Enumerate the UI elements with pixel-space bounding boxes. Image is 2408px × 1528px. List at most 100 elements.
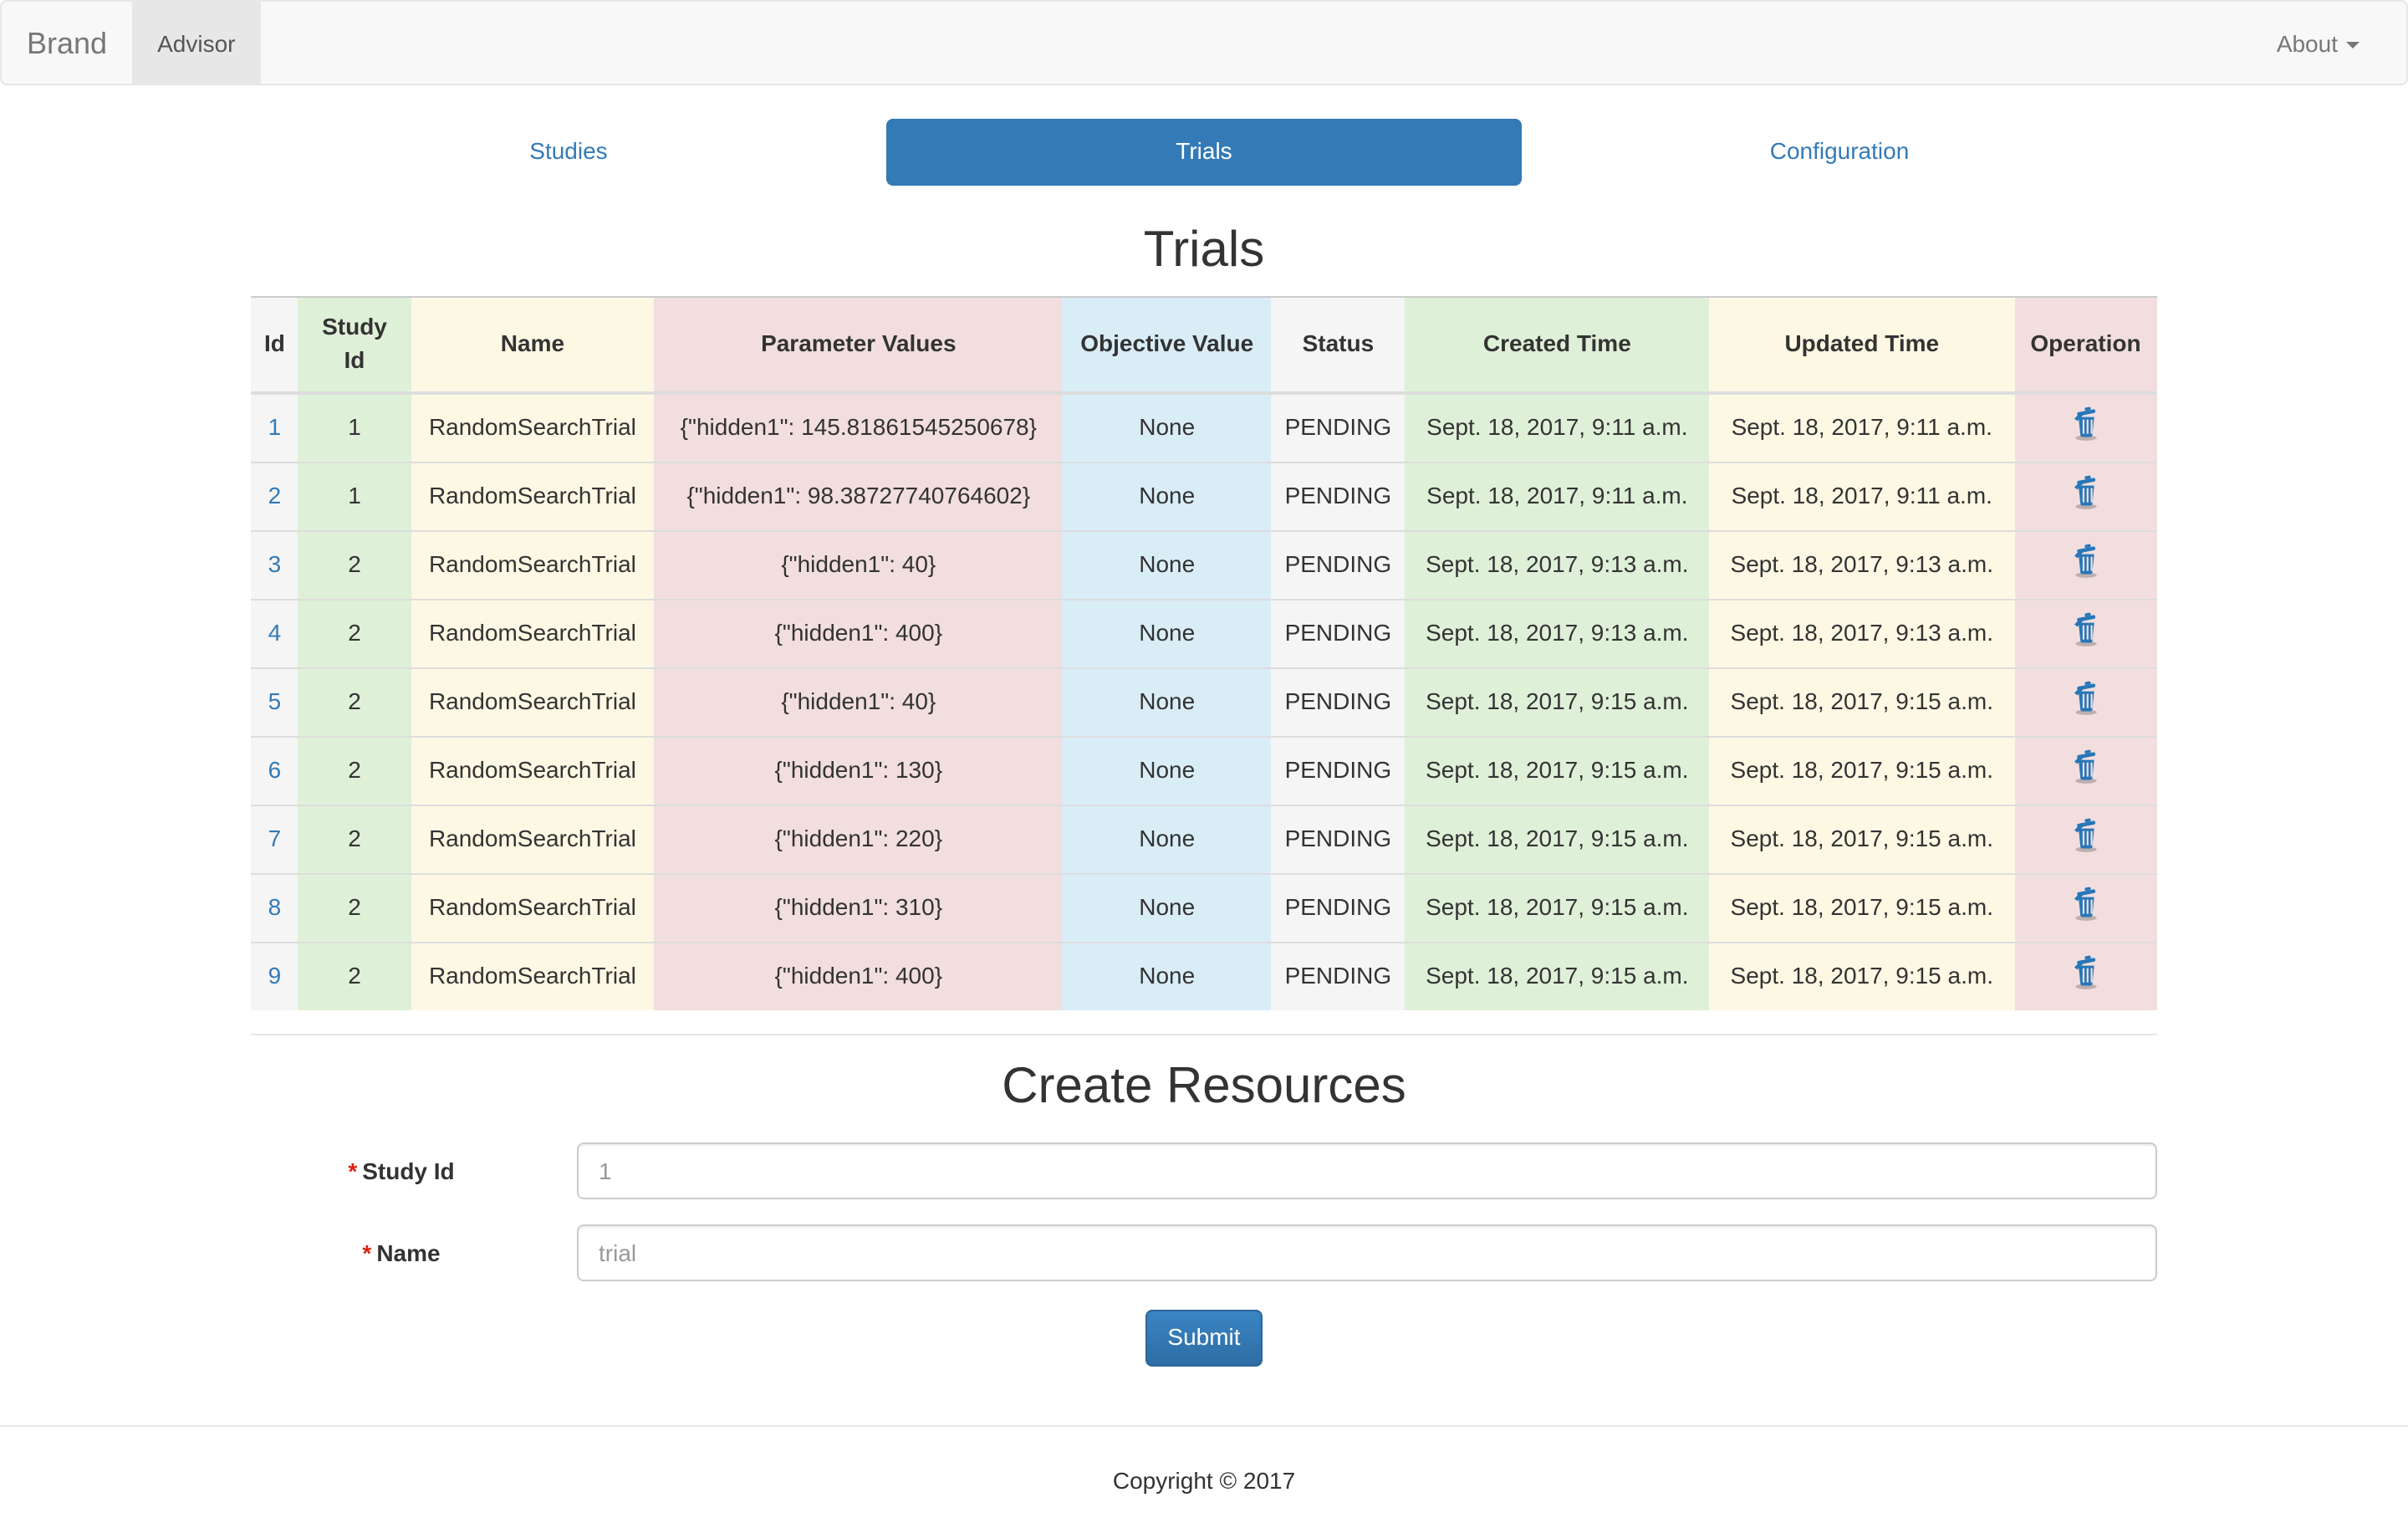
trial-id-link[interactable]: 8 <box>268 893 282 921</box>
trials-table: Id Study Id Name Parameter Values Object… <box>251 296 2157 1011</box>
status-cell: PENDING <box>1271 942 1406 1011</box>
parameter-values-cell: {"hidden1": 40} <box>654 667 1063 738</box>
study-id-cell: 2 <box>298 873 411 943</box>
trials-table-body: 1 1 RandomSearchTrial {"hidden1": 145.81… <box>251 393 2157 1011</box>
parameter-values-cell: {"hidden1": 400} <box>654 599 1063 669</box>
table-row: 3 2 RandomSearchTrial {"hidden1": 40} No… <box>251 530 2157 600</box>
objective-value-cell: None <box>1062 393 1272 463</box>
tab-studies-cell: Studies <box>251 119 886 186</box>
objective-value-cell: None <box>1062 942 1272 1011</box>
delete-trial-button[interactable] <box>2069 611 2103 648</box>
delete-trial-button[interactable] <box>2069 886 2103 922</box>
updated-time-cell: Sept. 18, 2017, 9:15 a.m. <box>1709 805 2014 875</box>
created-time-cell: Sept. 18, 2017, 9:15 a.m. <box>1405 805 1710 875</box>
submit-row: Submit <box>251 1310 2157 1367</box>
table-row: 4 2 RandomSearchTrial {"hidden1": 400} N… <box>251 599 2157 669</box>
updated-time-cell: Sept. 18, 2017, 9:13 a.m. <box>1709 599 2014 669</box>
delete-trial-button[interactable] <box>2069 543 2103 580</box>
status-cell: PENDING <box>1271 462 1406 532</box>
submit-button[interactable]: Submit <box>1145 1310 1263 1367</box>
updated-time-cell: Sept. 18, 2017, 9:15 a.m. <box>1709 667 2014 738</box>
trial-id-link[interactable]: 9 <box>268 962 282 989</box>
header-row: Id Study Id Name Parameter Values Object… <box>251 297 2157 396</box>
operation-cell <box>2014 530 2157 600</box>
study-id-cell: 1 <box>298 462 411 532</box>
tab-configuration-cell: Configuration <box>1522 119 2157 186</box>
name-field[interactable] <box>577 1224 2157 1282</box>
trial-id-cell: 7 <box>251 805 298 875</box>
trial-name-cell: RandomSearchTrial <box>411 873 655 943</box>
operation-cell <box>2014 942 2157 1011</box>
parameter-values-cell: {"hidden1": 130} <box>654 736 1063 806</box>
updated-time-cell: Sept. 18, 2017, 9:15 a.m. <box>1709 942 2014 1011</box>
trial-id-link[interactable]: 2 <box>268 482 282 509</box>
column-header-study-id: Study Id <box>298 297 411 396</box>
page-title: Trials <box>1143 222 1265 278</box>
trial-name-cell: RandomSearchTrial <box>411 736 655 806</box>
status-cell: PENDING <box>1271 530 1406 600</box>
status-cell: PENDING <box>1271 393 1406 463</box>
objective-value-cell: None <box>1062 667 1272 738</box>
created-time-cell: Sept. 18, 2017, 9:15 a.m. <box>1405 873 1710 943</box>
parameter-values-cell: {"hidden1": 220} <box>654 805 1063 875</box>
trial-id-link[interactable]: 5 <box>268 687 282 715</box>
study-id-label-text: Study Id <box>362 1157 455 1185</box>
trial-id-link[interactable]: 6 <box>268 756 282 784</box>
delete-trial-button[interactable] <box>2069 749 2103 785</box>
study-id-cell: 2 <box>298 667 411 738</box>
operation-cell <box>2014 599 2157 669</box>
trash-icon <box>2074 407 2098 442</box>
operation-cell <box>2014 393 2157 463</box>
created-time-cell: Sept. 18, 2017, 9:13 a.m. <box>1405 530 1710 600</box>
study-id-field[interactable] <box>577 1142 2157 1200</box>
status-cell: PENDING <box>1271 805 1406 875</box>
study-id-label: *Study Id <box>251 1158 552 1185</box>
tab-configuration[interactable]: Configuration <box>1769 137 1910 164</box>
name-form-row: *Name <box>251 1224 2157 1282</box>
operation-cell <box>2014 873 2157 943</box>
trash-icon <box>2074 956 2098 990</box>
objective-value-cell: None <box>1062 736 1272 806</box>
nav-item-advisor[interactable]: Advisor <box>132 2 261 84</box>
updated-time-cell: Sept. 18, 2017, 9:11 a.m. <box>1709 393 2014 463</box>
table-row: 1 1 RandomSearchTrial {"hidden1": 145.81… <box>251 393 2157 463</box>
trash-icon <box>2074 887 2098 922</box>
brand-link[interactable]: Brand <box>27 27 108 60</box>
delete-trial-button[interactable] <box>2069 954 2103 991</box>
table-row: 7 2 RandomSearchTrial {"hidden1": 220} N… <box>251 805 2157 875</box>
trial-id-cell: 8 <box>251 873 298 943</box>
column-header-created-time: Created Time <box>1405 297 1710 396</box>
tab-studies[interactable]: Studies <box>529 137 608 164</box>
trial-id-link[interactable]: 1 <box>268 413 282 441</box>
section-tabs: Studies Trials Configuration <box>251 119 2157 186</box>
copyright-text: Copyright © 2017 <box>1112 1467 1296 1495</box>
table-row: 6 2 RandomSearchTrial {"hidden1": 130} N… <box>251 736 2157 806</box>
trial-id-cell: 4 <box>251 599 298 669</box>
nav-item-about-dropdown[interactable]: About <box>2252 2 2406 84</box>
trial-id-cell: 6 <box>251 736 298 806</box>
navbar-right: About <box>2252 2 2406 84</box>
trial-id-link[interactable]: 4 <box>268 619 282 646</box>
trial-id-link[interactable]: 3 <box>268 550 282 578</box>
status-cell: PENDING <box>1271 873 1406 943</box>
study-id-cell: 1 <box>298 393 411 463</box>
study-id-cell: 2 <box>298 736 411 806</box>
page-footer: Copyright © 2017 <box>0 1425 2408 1528</box>
created-time-cell: Sept. 18, 2017, 9:11 a.m. <box>1405 462 1710 532</box>
name-label-text: Name <box>376 1239 441 1267</box>
delete-trial-button[interactable] <box>2069 406 2103 442</box>
delete-trial-button[interactable] <box>2069 474 2103 511</box>
parameter-values-cell: {"hidden1": 40} <box>654 530 1063 600</box>
tab-trials-cell: Trials <box>886 119 1522 186</box>
parameter-values-cell: {"hidden1": 400} <box>654 942 1063 1011</box>
column-header-updated-time: Updated Time <box>1709 297 2014 396</box>
section-divider <box>251 1034 2157 1036</box>
parameter-values-cell: {"hidden1": 98.38727740764602} <box>654 462 1063 532</box>
study-id-cell: 2 <box>298 942 411 1011</box>
trial-id-cell: 1 <box>251 393 298 463</box>
tab-trials[interactable]: Trials <box>886 119 1522 186</box>
created-time-cell: Sept. 18, 2017, 9:11 a.m. <box>1405 393 1710 463</box>
delete-trial-button[interactable] <box>2069 817 2103 854</box>
delete-trial-button[interactable] <box>2069 680 2103 717</box>
trial-id-link[interactable]: 7 <box>268 825 282 852</box>
